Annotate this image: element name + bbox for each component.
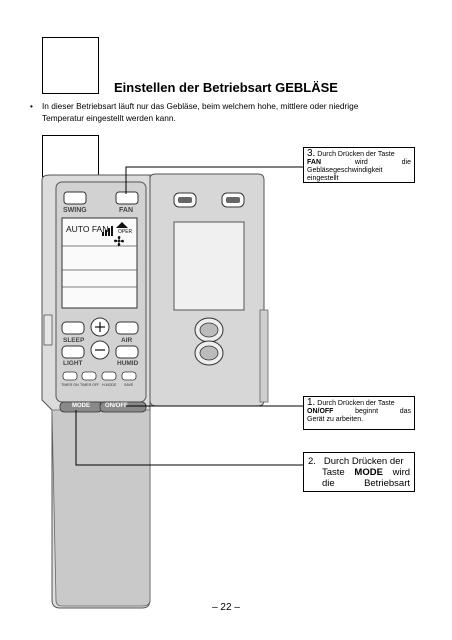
- humid-label: HUMID: [117, 360, 139, 367]
- mode-label: MODE: [72, 403, 90, 409]
- callout-fan-number: 3.: [307, 148, 316, 159]
- callout-fan-line3: Gebläsegeschwindigkeit: [307, 167, 383, 174]
- callout-onoff-line2: beginnt das: [355, 408, 411, 415]
- air-button-shape: [115, 321, 139, 335]
- page-number: – 22 –: [212, 602, 240, 613]
- light-button-shape: [61, 345, 85, 359]
- callout-onoff-line3: Gerät zu arbeiten.: [307, 416, 364, 423]
- swing-label: SWING: [63, 207, 87, 214]
- fan-label: FAN: [119, 207, 133, 214]
- callout-mode-line3a: die: [322, 478, 335, 489]
- humid-button-shape: [115, 345, 139, 359]
- sleep-label: SLEEP: [63, 337, 85, 344]
- callout-fan-line1: Durch Drücken der Taste: [317, 151, 395, 158]
- lcd-oper: OPER: [118, 229, 133, 235]
- onoff-button-shape: [99, 401, 147, 413]
- swing-button-shape: [63, 191, 87, 205]
- timer-on-label: TIMER ON: [61, 383, 79, 387]
- image-placeholder-box-top: [42, 37, 99, 94]
- callout-mode: 2. Durch Drücken der Taste MODE wird die…: [303, 452, 415, 492]
- callout-fan-line2: wird die: [354, 159, 411, 166]
- bullet-marker: •: [30, 101, 33, 111]
- timer-off-label: TIMER OFF: [80, 383, 100, 387]
- image-placeholder-box-middle: [42, 135, 99, 177]
- mode-callout-line: [75, 410, 303, 466]
- callout-fan: 3. Durch Drücken der Taste FAN wird die …: [303, 147, 415, 183]
- callout-mode-line3b: Betriebsart: [364, 478, 410, 489]
- intro-line-1: In dieser Betriebsart läuft nur das Gebl…: [42, 101, 359, 111]
- light-label: LIGHT: [63, 360, 83, 367]
- save-label: SAVE: [124, 383, 134, 387]
- callout-onoff-number: 1.: [307, 397, 316, 408]
- callout-fan-key: FAN: [307, 159, 321, 166]
- fan-callout-line: [125, 166, 303, 194]
- onoff-label: ON/OFF: [105, 403, 128, 409]
- sleep-button-shape: [61, 321, 85, 335]
- lcd-auto-fan: AUTO FAN: [66, 224, 109, 234]
- callout-onoff-key: ON/OFF: [307, 408, 334, 415]
- callout-mode-key: MODE: [354, 467, 383, 478]
- fan-symbol: [114, 236, 124, 246]
- air-label: AIR: [121, 337, 133, 344]
- section-title: Einstellen der Betriebsart GEBLÄSE: [114, 80, 338, 95]
- callout-fan-line4: eingestellt: [307, 175, 339, 182]
- callout-mode-line2c: wird: [392, 467, 411, 478]
- fan-button-shape: [115, 191, 139, 205]
- callout-mode-line1: Durch Drücken der: [323, 456, 404, 467]
- callout-mode-line2a: Taste: [322, 467, 345, 478]
- callout-onoff: 1. Durch Drücken der Taste ON/OFF beginn…: [303, 396, 415, 430]
- lcd-display: [61, 217, 138, 309]
- intro-line-2: Temperatur eingestellt werden kann.: [42, 113, 176, 123]
- intro-paragraph: • In dieser Betriebsart läuft nur das Ge…: [30, 100, 422, 124]
- hmode-label: H.MODE: [102, 383, 117, 387]
- callout-mode-number: 2.: [308, 456, 316, 467]
- callout-onoff-line1: Durch Drücken der Taste: [317, 400, 395, 407]
